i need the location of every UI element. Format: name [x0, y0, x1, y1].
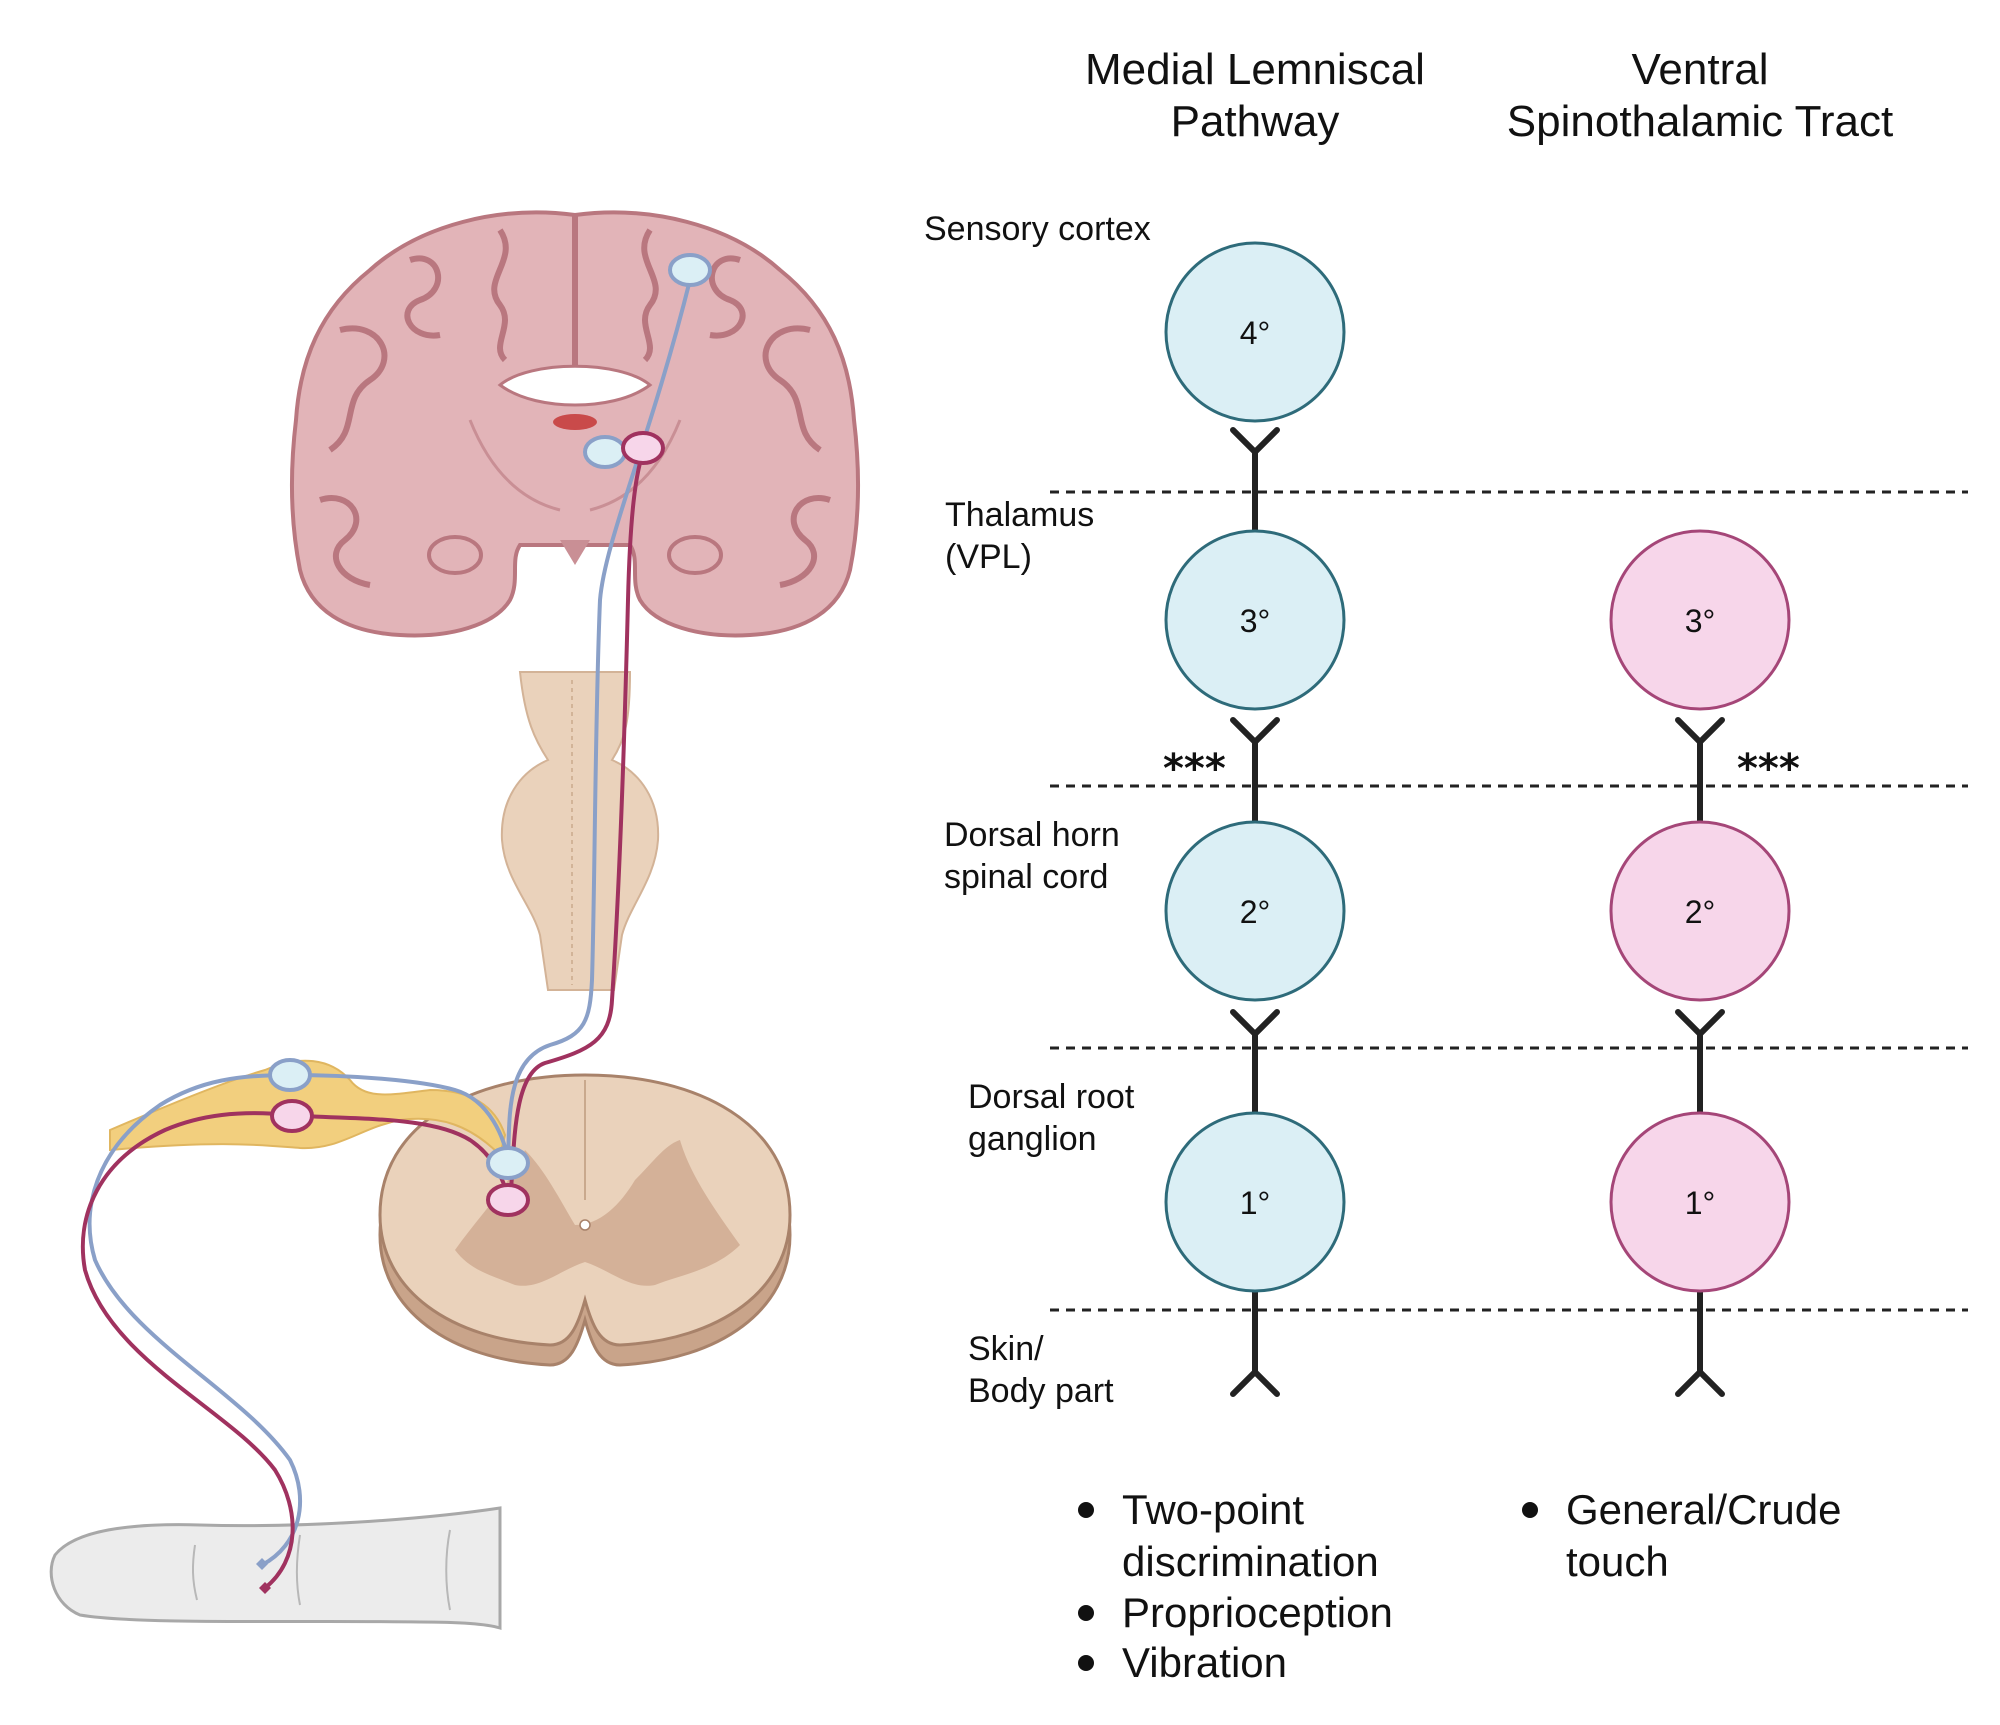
level-label-thalamus: Thalamus — [945, 496, 1094, 534]
medial-title-line2: Pathway — [1171, 97, 1340, 146]
decussation-marker-ventral: *** — [1737, 746, 1800, 792]
dorsal-horn-neuron-blue — [486, 1146, 530, 1180]
level-label-body-part: Body part — [968, 1372, 1114, 1410]
level-label-spinal-cord: spinal cord — [944, 858, 1108, 896]
blue-axon — [87, 279, 692, 1567]
ventral-connectors — [1675, 717, 1725, 1397]
receptor-ending-blue — [256, 1558, 268, 1570]
medial-node-4-label: 4° — [1240, 315, 1271, 351]
thalamus-neuron-magenta — [621, 431, 665, 465]
ventral-title-line1: Ventral — [1632, 45, 1769, 94]
medial-function-item-1-line2: discrimination — [1122, 1538, 1379, 1585]
drg-neuron-blue — [268, 1058, 312, 1092]
level-label-sensory-cortex: Sensory cortex — [924, 210, 1151, 248]
brainstem — [500, 671, 660, 991]
level-label-dorsal-root: Dorsal root — [968, 1078, 1135, 1116]
bullet-dot — [1078, 1655, 1094, 1671]
medial-node-1: 1° — [1164, 1111, 1346, 1293]
magenta-axon — [80, 447, 647, 1590]
receptor-ending-magenta — [259, 1582, 271, 1594]
medial-function-list: Two-point discrimination Proprioception … — [1078, 1486, 1393, 1686]
ventral-node-3: 3° — [1609, 529, 1791, 711]
ventral-node-2: 2° — [1609, 820, 1791, 1002]
ventral-node-2-label: 2° — [1685, 894, 1716, 930]
ventral-function-item-1-line2: touch — [1566, 1538, 1669, 1585]
medial-node-4: 4° — [1164, 241, 1346, 423]
medial-function-item-3: Vibration — [1122, 1639, 1287, 1686]
ventral-function-item-1-line1: General/Crude — [1566, 1486, 1841, 1533]
cortex-neuron-blue — [668, 253, 712, 287]
bullet-dot — [1522, 1502, 1538, 1518]
finger — [49, 1506, 502, 1631]
ventral-node-1-label: 1° — [1685, 1185, 1716, 1221]
medial-node-3: 3° — [1164, 529, 1346, 711]
dorsal-horn-neuron-magenta — [486, 1183, 530, 1217]
brain-coronal-section — [289, 210, 861, 638]
ventral-function-list: General/Crude touch — [1522, 1486, 1841, 1585]
bullet-dot — [1078, 1605, 1094, 1621]
level-label-vpl: (VPL) — [945, 538, 1032, 576]
medial-function-item-2: Proprioception — [1122, 1589, 1393, 1636]
thalamus-neuron-blue — [583, 435, 627, 469]
decussation-marker-medial: *** — [1163, 746, 1226, 792]
spinal-cord-section — [378, 1073, 792, 1367]
drg-neuron-magenta — [270, 1099, 314, 1133]
medial-node-1-label: 1° — [1240, 1185, 1271, 1221]
medial-title-line1: Medial Lemniscal — [1085, 45, 1425, 94]
medial-node-2-label: 2° — [1240, 894, 1271, 930]
ventral-title-line2: Spinothalamic Tract — [1507, 97, 1893, 146]
ventral-node-1: 1° — [1609, 1111, 1791, 1293]
level-label-ganglion: ganglion — [968, 1120, 1097, 1158]
bullet-dot — [1078, 1502, 1094, 1518]
level-label-skin: Skin/ — [968, 1330, 1044, 1368]
medial-node-3-label: 3° — [1240, 603, 1271, 639]
ventral-node-3-label: 3° — [1685, 603, 1716, 639]
medial-function-item-1-line1: Two-point — [1122, 1486, 1304, 1533]
medial-node-2: 2° — [1164, 820, 1346, 1002]
medial-connectors — [1230, 427, 1280, 1397]
anatomy-illustration — [49, 210, 861, 1631]
pathway-schematic: Medial Lemniscal Pathway Ventral Spinoth… — [924, 45, 1968, 1686]
level-label-dorsal-horn: Dorsal horn — [944, 816, 1120, 854]
